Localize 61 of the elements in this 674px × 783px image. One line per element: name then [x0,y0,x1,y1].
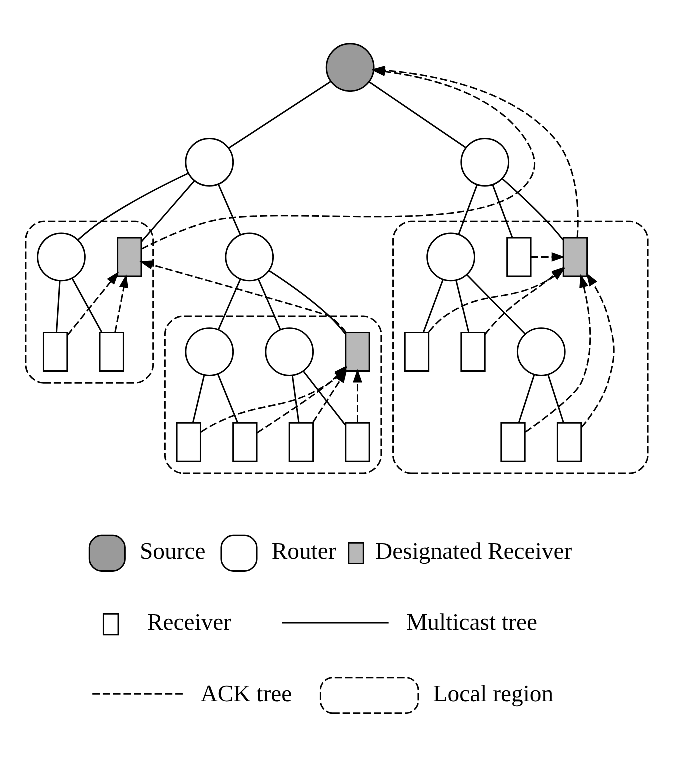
connector [72,278,103,332]
arrow [525,274,592,432]
legend-label: Local region [433,680,554,707]
node-box [176,422,202,462]
node-box [562,236,588,277]
node-box [99,332,124,372]
cluster [392,220,649,474]
connector [140,180,196,242]
node-box [42,332,68,372]
node-circle [37,232,86,282]
node-box [345,332,370,372]
connector [268,270,346,334]
connector [502,178,564,240]
connector [548,374,564,423]
node-box [460,332,486,372]
node-circle [516,327,566,376]
arrow [353,368,362,422]
arrow [140,260,347,333]
node-circle [185,327,234,376]
node-box [506,236,532,277]
node-box [556,422,582,462]
node-circle [426,232,476,282]
node-box [232,422,258,462]
connector [218,184,242,235]
node-circle [225,232,274,282]
connector [518,374,536,423]
connector [218,278,242,330]
arrow [580,272,615,428]
connector [369,81,466,148]
connector [303,370,346,426]
connector [456,280,470,332]
node-circle [265,327,314,376]
node-circle [460,137,510,186]
connector [78,172,189,240]
node-circle [185,137,234,186]
node-box [288,422,314,462]
connector [228,80,332,148]
node-box [500,422,526,462]
legend-label: Receiver [147,610,232,636]
legend-label: Source [140,538,206,565]
legend-label: Router [272,538,336,565]
node-box [404,332,430,372]
cluster [164,315,382,474]
connector [258,278,282,330]
connector [56,280,61,332]
legend-label: Multicast tree [406,610,538,636]
connector [192,374,206,422]
legend-label: ACK tree [200,680,292,707]
connector [492,184,514,238]
connector [423,279,444,332]
connector [458,184,478,234]
node-box [117,236,142,277]
arrow [114,274,129,332]
arrow [531,252,566,262]
legend-label: Designated Receiver [376,538,572,565]
connector [466,274,526,334]
arrow [67,271,120,336]
connector [292,374,300,422]
node-box [345,422,370,462]
connector [217,373,238,422]
node-circle [326,42,375,92]
